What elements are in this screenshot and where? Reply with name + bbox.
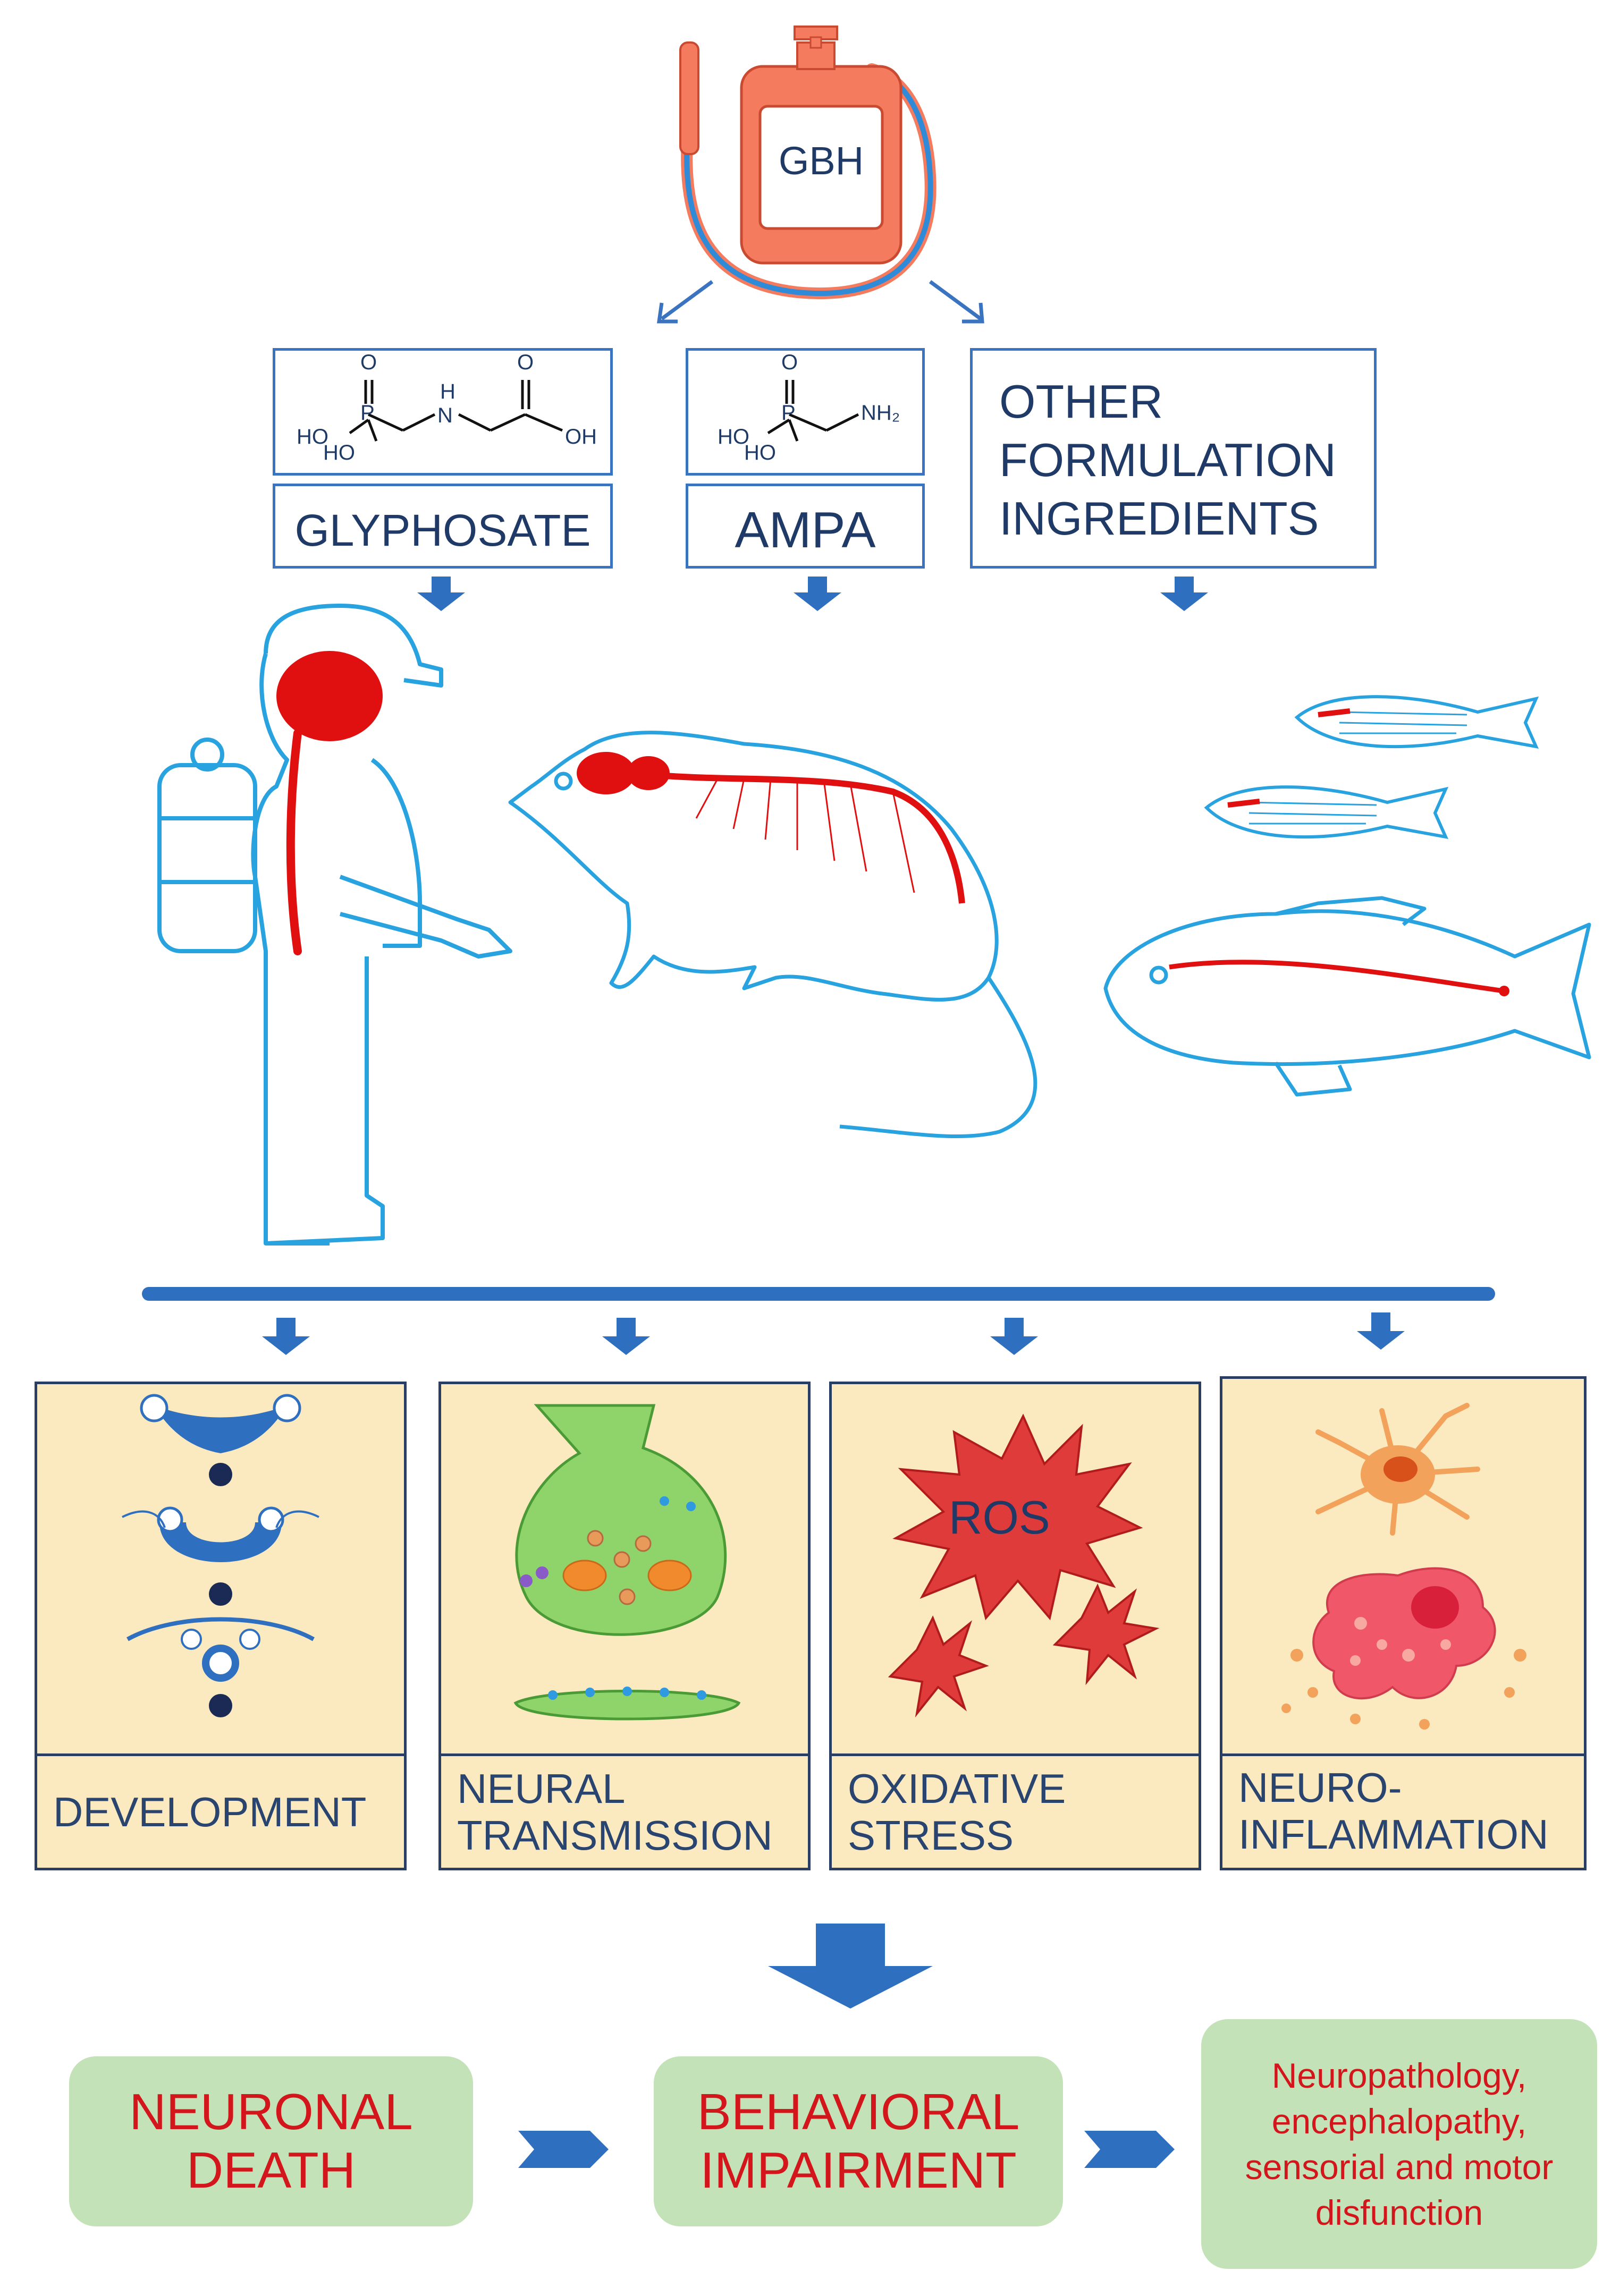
down-arrows-mechanisms — [262, 1312, 1405, 1355]
glial-cells-icon — [1281, 1403, 1526, 1730]
neuroinflammation-panel: NEURO- INFLAMMATION — [1220, 1376, 1587, 1870]
ampa-atom-ho2: HO — [744, 441, 776, 464]
neuropathology-line4: disfunction — [1315, 2193, 1483, 2232]
behavioral-impairment-box: BEHAVIORAL IMPAIRMENT — [654, 2056, 1063, 2226]
other-ingredients-line3: INGREDIENTS — [999, 492, 1319, 545]
zebrafish-brain-icon — [1227, 799, 1260, 808]
neuropathology-box: Neuropathology, encephalopathy, sensoria… — [1201, 2019, 1597, 2269]
chevron-right-icon — [1084, 2131, 1175, 2168]
ampa-atom-nh2: NH₂ — [861, 401, 900, 425]
fish-icon — [1103, 896, 1591, 1097]
chevron-right-icon — [518, 2131, 609, 2168]
neural-transmission-label-line1: NEURAL — [457, 1765, 626, 1812]
neuroinflammation-label-line2: INFLAMMATION — [1238, 1811, 1549, 1858]
glyphosate-atom-n: N — [437, 404, 453, 427]
other-ingredients-box: OTHER FORMULATION INGREDIENTS — [970, 348, 1377, 569]
zebrafish-icon — [1204, 785, 1449, 839]
neuropathology-line3: sensorial and motor — [1245, 2147, 1554, 2187]
ampa-name-box: AMPA — [686, 484, 925, 569]
ampa-atom-p: P — [781, 401, 796, 425]
ampa-atom-o: O — [781, 351, 798, 374]
neuropathology-line1: Neuropathology, — [1271, 2056, 1527, 2095]
other-ingredients-line2: FORMULATION — [999, 434, 1336, 486]
down-arrows-top — [417, 577, 1208, 611]
behavioral-impairment-line2: IMPAIRMENT — [700, 2142, 1017, 2199]
ros-label: ROS — [949, 1491, 1050, 1544]
neuronal-death-box: NEURONAL DEATH — [69, 2056, 473, 2226]
glyphosate-structure-icon — [349, 380, 563, 442]
glyphosate-name-box: GLYPHOSATE — [273, 484, 613, 569]
glyphosate-atom-o1: O — [360, 351, 377, 374]
sprayer-illustration: GBH — [659, 16, 957, 314]
glyphosate-atom-p: P — [360, 401, 375, 425]
ros-starburst-icon — [888, 1413, 1160, 1718]
synapse-icon — [513, 1404, 741, 1721]
neuropathology-line2: encephalopathy, — [1271, 2102, 1527, 2141]
neural-tube-icon — [122, 1394, 319, 1717]
oxidative-stress-panel: ROS OXIDATIVE STRESS — [829, 1382, 1201, 1870]
glyphosate-atom-oh: OH — [565, 425, 597, 448]
oxidative-stress-label-line2: STRESS — [848, 1812, 1014, 1859]
big-down-arrow — [768, 1924, 933, 2009]
neural-transmission-label-line2: TRANSMISSION — [457, 1812, 773, 1859]
glyphosate-atom-ho2: HO — [323, 441, 355, 464]
gbh-label: GBH — [778, 139, 864, 183]
fish-nervous-system-icon — [1169, 960, 1505, 994]
glyphosate-atom-o2: O — [517, 351, 534, 374]
glyphosate-name: GLYPHOSATE — [294, 505, 591, 555]
oxidative-stress-label-line1: OXIDATIVE — [848, 1765, 1066, 1812]
rat-nervous-system-icon — [577, 752, 965, 904]
development-panel: DEVELOPMENT — [35, 1382, 407, 1870]
human-brain-icon — [276, 651, 383, 955]
glyphosate-atom-h: H — [440, 380, 455, 403]
neuroinflammation-label-line1: NEURO- — [1238, 1764, 1402, 1811]
neuronal-death-line1: NEURONAL — [129, 2083, 413, 2140]
zebrafish-brain-icon — [1318, 708, 1351, 717]
ampa-atom-ho1: HO — [718, 425, 749, 448]
glyphosate-atom-ho1: HO — [297, 425, 328, 448]
development-label: DEVELOPMENT — [53, 1789, 367, 1835]
ampa-name: AMPA — [735, 502, 876, 558]
neural-transmission-panel: NEURAL TRANSMISSION — [438, 1382, 811, 1870]
other-ingredients-line1: OTHER — [999, 375, 1163, 428]
ampa-structure-box: O P HO HO NH₂ — [686, 348, 925, 476]
zebrafish-icon — [1294, 695, 1539, 749]
neuronal-death-line2: DEATH — [186, 2142, 356, 2199]
glyphosate-structure-box: O P HO HO H N O OH — [273, 348, 613, 476]
human-worker-icon — [157, 604, 512, 1246]
ampa-structure-icon — [767, 380, 859, 442]
behavioral-impairment-line1: BEHAVIORAL — [697, 2083, 1020, 2140]
rat-icon — [508, 731, 1037, 1139]
